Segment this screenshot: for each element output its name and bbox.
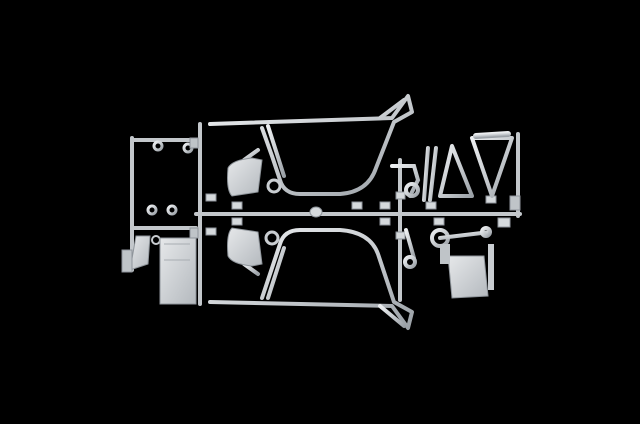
sprue-frame <box>130 122 522 306</box>
upper-tube-frame <box>208 94 414 196</box>
shock-absorbers <box>144 126 194 216</box>
triangle-brackets <box>434 131 514 198</box>
fender-upper <box>227 157 282 197</box>
left-bracket <box>129 235 161 271</box>
attachment-tabs <box>121 137 521 273</box>
right-linkage-upper <box>390 146 438 202</box>
side-panel-left <box>159 237 197 305</box>
side-panel-right <box>440 244 494 299</box>
fender-lower <box>227 227 280 267</box>
